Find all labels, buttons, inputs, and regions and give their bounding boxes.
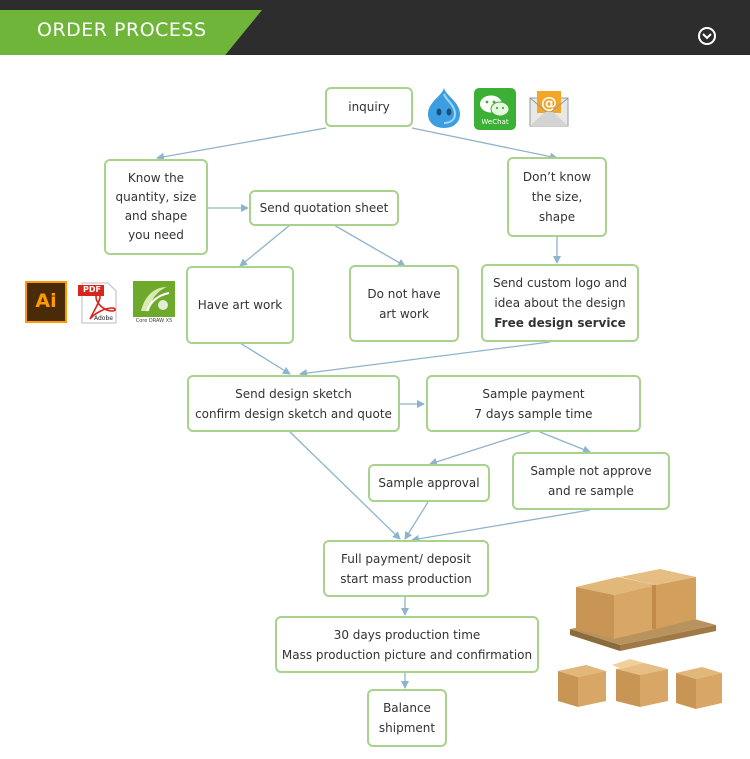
- pdf-icon: PDF Adobe: [76, 281, 122, 325]
- node-text: the size,: [531, 190, 583, 204]
- illustrator-icon: Ai: [25, 281, 67, 323]
- pdf-label: PDF: [83, 285, 101, 294]
- node-sample-not-approve: Sample not approve and re sample: [512, 452, 670, 510]
- node-know-size: Know the quantity, size and shape you ne…: [104, 159, 208, 255]
- coreldraw-label: Core DRAW X5: [135, 318, 173, 324]
- node-text: Full payment/ deposit: [341, 551, 471, 566]
- node-text: Do not have: [367, 286, 441, 301]
- node-text: you need: [128, 228, 184, 242]
- wechat-label: WeChat: [481, 118, 509, 126]
- free-design-label: Free design service: [494, 316, 626, 330]
- node-production: 30 days production time Mass production …: [275, 616, 539, 673]
- wechat-icon: WeChat: [473, 87, 517, 131]
- node-no-artwork: Do not have art work: [349, 265, 459, 342]
- node-text: shape: [538, 210, 576, 224]
- node-text: Sample payment: [482, 386, 585, 401]
- node-text: quantity, size: [115, 190, 197, 204]
- node-text: Don’t know: [522, 170, 592, 184]
- node-text: Mass production picture and confirmation: [281, 647, 533, 662]
- illustrator-label: Ai: [35, 290, 57, 312]
- header-bar: ORDER PROCESS: [0, 0, 750, 55]
- node-design-sketch: Send design sketch confirm design sketch…: [187, 375, 400, 432]
- node-text: Sample not approve: [530, 464, 652, 478]
- node-text: and re sample: [548, 484, 634, 498]
- node-dont-know: Don’t know the size, shape: [507, 157, 607, 237]
- node-text: 30 days production time: [333, 627, 481, 642]
- node-text: Have art work: [197, 298, 283, 312]
- node-text: Send design sketch: [235, 386, 352, 401]
- node-text: shipment: [378, 721, 436, 735]
- email-icon: @: [528, 88, 570, 132]
- coreldraw-icon: Core DRAW X5: [133, 281, 175, 325]
- node-custom-logo: Send custom logo and idea about the desi…: [481, 264, 639, 342]
- node-text: Send quotation sheet: [259, 201, 389, 215]
- node-text: 7 days sample time: [474, 406, 593, 421]
- page-title: ORDER PROCESS: [37, 19, 207, 41]
- node-sample-payment: Sample payment 7 days sample time: [426, 375, 641, 432]
- adobe-label: Adobe: [94, 315, 113, 322]
- header-tab: ORDER PROCESS: [0, 10, 262, 55]
- node-inquiry: inquiry: [325, 87, 413, 127]
- node-balance-shipment: Balance shipment: [367, 689, 447, 747]
- node-full-payment: Full payment/ deposit start mass product…: [323, 540, 489, 597]
- node-text: Balance: [383, 701, 431, 715]
- node-text: Know the: [127, 171, 185, 185]
- node-sample-approval: Sample approval: [368, 464, 490, 502]
- node-text: Sample approval: [378, 476, 480, 490]
- svg-text:@: @: [541, 93, 557, 112]
- cardboard-boxes-illustration: [558, 569, 722, 709]
- node-text: idea about the design: [494, 296, 626, 310]
- qq-chat-icon: [422, 86, 466, 134]
- node-text: and shape: [124, 209, 188, 223]
- node-quotation: Send quotation sheet: [249, 190, 399, 226]
- node-text: start mass production: [340, 571, 472, 586]
- node-inquiry-label: inquiry: [348, 100, 390, 114]
- node-text: Send custom logo and: [492, 276, 628, 290]
- node-text: art work: [379, 306, 429, 321]
- node-text: confirm design sketch and quote: [195, 406, 392, 421]
- node-have-artwork: Have art work: [186, 266, 294, 344]
- chevron-down-icon[interactable]: [698, 27, 716, 45]
